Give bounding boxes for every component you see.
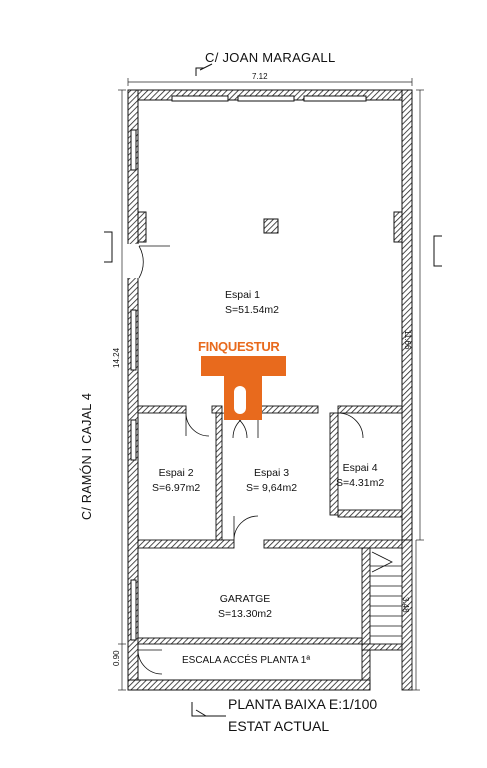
top-windows: [171, 95, 367, 102]
room-area: S=4.31m2: [336, 477, 385, 489]
room-name: Espai 3: [254, 467, 290, 479]
left-windows: [130, 129, 137, 641]
staircase: [370, 551, 402, 637]
entrance-gap: [127, 244, 139, 278]
entrance-door-swing: [138, 245, 170, 279]
room-espai-2: Espai 2 S=6.97m2: [152, 466, 200, 496]
plan-subtitle: ESTAT ACTUAL: [228, 718, 330, 734]
stair-label: ESCALA ACCÉS PLANTA 1ª: [182, 655, 311, 666]
dimension-length-left: 14.24: [112, 347, 121, 368]
room-area: S= 9,64m2: [246, 482, 298, 494]
plan-title: PLANTA BAIXA E:1/100: [228, 696, 378, 712]
room-espai-3: Espai 3 S= 9,64m2: [246, 466, 297, 496]
dimension-length-right: 11.66: [403, 330, 412, 350]
logo-text-a: FINQUES: [198, 339, 254, 354]
room-espai-4: Espai 4 S=4.31m2: [336, 461, 384, 491]
room-espai-1: Espai 1 S=51.54m2: [225, 288, 279, 318]
street-name-left: C/ RAMÓN I CAJAL 4: [80, 392, 94, 520]
room-area: S=51.54m2: [225, 304, 279, 316]
pilasters: [137, 211, 403, 243]
room-name: Espai 4: [342, 462, 378, 474]
room-garatge: GARATGE S=13.30m2: [218, 592, 272, 622]
room-area: S=13.30m2: [218, 608, 272, 620]
dimension-stair-depth: 0.90: [112, 650, 121, 666]
dimension-garage-depth: 3.48: [401, 597, 410, 613]
outer-walls: [127, 89, 413, 691]
logo-t-shape: [201, 356, 286, 420]
room-name: Espai 1: [225, 289, 261, 301]
dimension-width: 7.12: [252, 72, 268, 81]
logo-text-b: TUR: [253, 339, 280, 354]
door-swings: [137, 412, 364, 675]
dimension-lines: [118, 78, 424, 691]
room-name: GARATGE: [219, 593, 271, 605]
street-markers: [104, 63, 442, 717]
logo-text: FINQUESTUR: [198, 339, 280, 354]
room-area: S=6.97m2: [152, 482, 201, 494]
street-name-top: C/ JOAN MARAGALL: [205, 50, 336, 65]
interior-walls: [137, 405, 413, 691]
room-name: Espai 2: [158, 467, 194, 479]
